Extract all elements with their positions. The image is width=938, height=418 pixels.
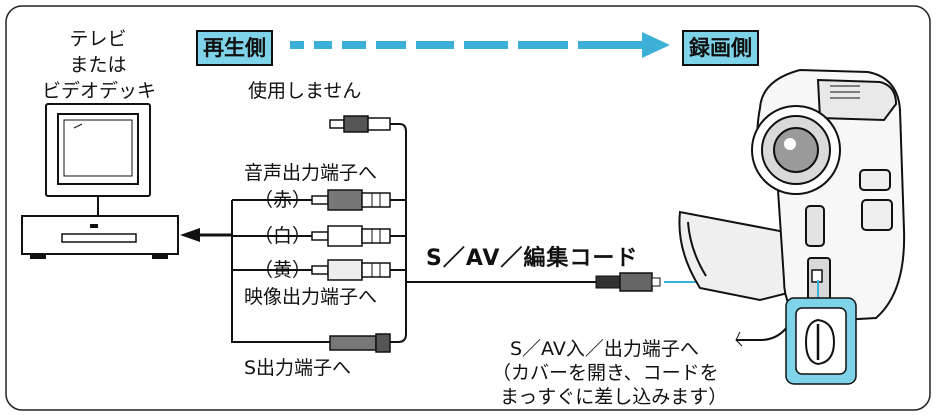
jack-label-line1: S／AV入／出力端子へ	[510, 338, 699, 360]
playback-side-label: 再生側	[196, 30, 273, 66]
plug-bundle	[390, 123, 596, 343]
av-minijack-plug	[595, 272, 661, 292]
jack-label-line3: まっすぐに差し込みます）	[500, 386, 728, 408]
recording-side-label: 録画側	[682, 30, 759, 66]
camcorder-icon	[678, 68, 906, 324]
unused-plug	[329, 115, 391, 133]
input-arrow	[180, 228, 200, 242]
red-plug	[311, 189, 391, 211]
device-label-line2: または	[69, 54, 127, 76]
device-label-line3: ビデオデッキ	[41, 80, 156, 102]
s-video-plug	[329, 333, 391, 353]
red-plug-label: （赤）	[254, 189, 312, 211]
s-out-label: S出力端子へ	[244, 357, 352, 379]
outer-frame	[5, 5, 931, 411]
not-used-label: 使用しません	[248, 80, 362, 102]
vcr-icon	[21, 215, 179, 259]
yellow-plug	[311, 259, 391, 281]
white-plug	[311, 225, 391, 247]
white-plug-label: （白）	[254, 225, 312, 247]
jack-callout	[785, 297, 857, 385]
jack-label-line2: （カバーを開き、コードを	[492, 362, 719, 384]
audio-out-label: 音声出力端子へ	[244, 162, 378, 184]
cable-name: S／AV／編集コード	[426, 246, 639, 271]
yellow-plug-label: （黄）	[254, 259, 312, 281]
device-label-line1: テレビ	[69, 28, 127, 50]
video-out-label: 映像出力端子へ	[244, 286, 378, 308]
signal-direction-arrow	[290, 32, 670, 58]
tv-icon	[45, 103, 151, 216]
